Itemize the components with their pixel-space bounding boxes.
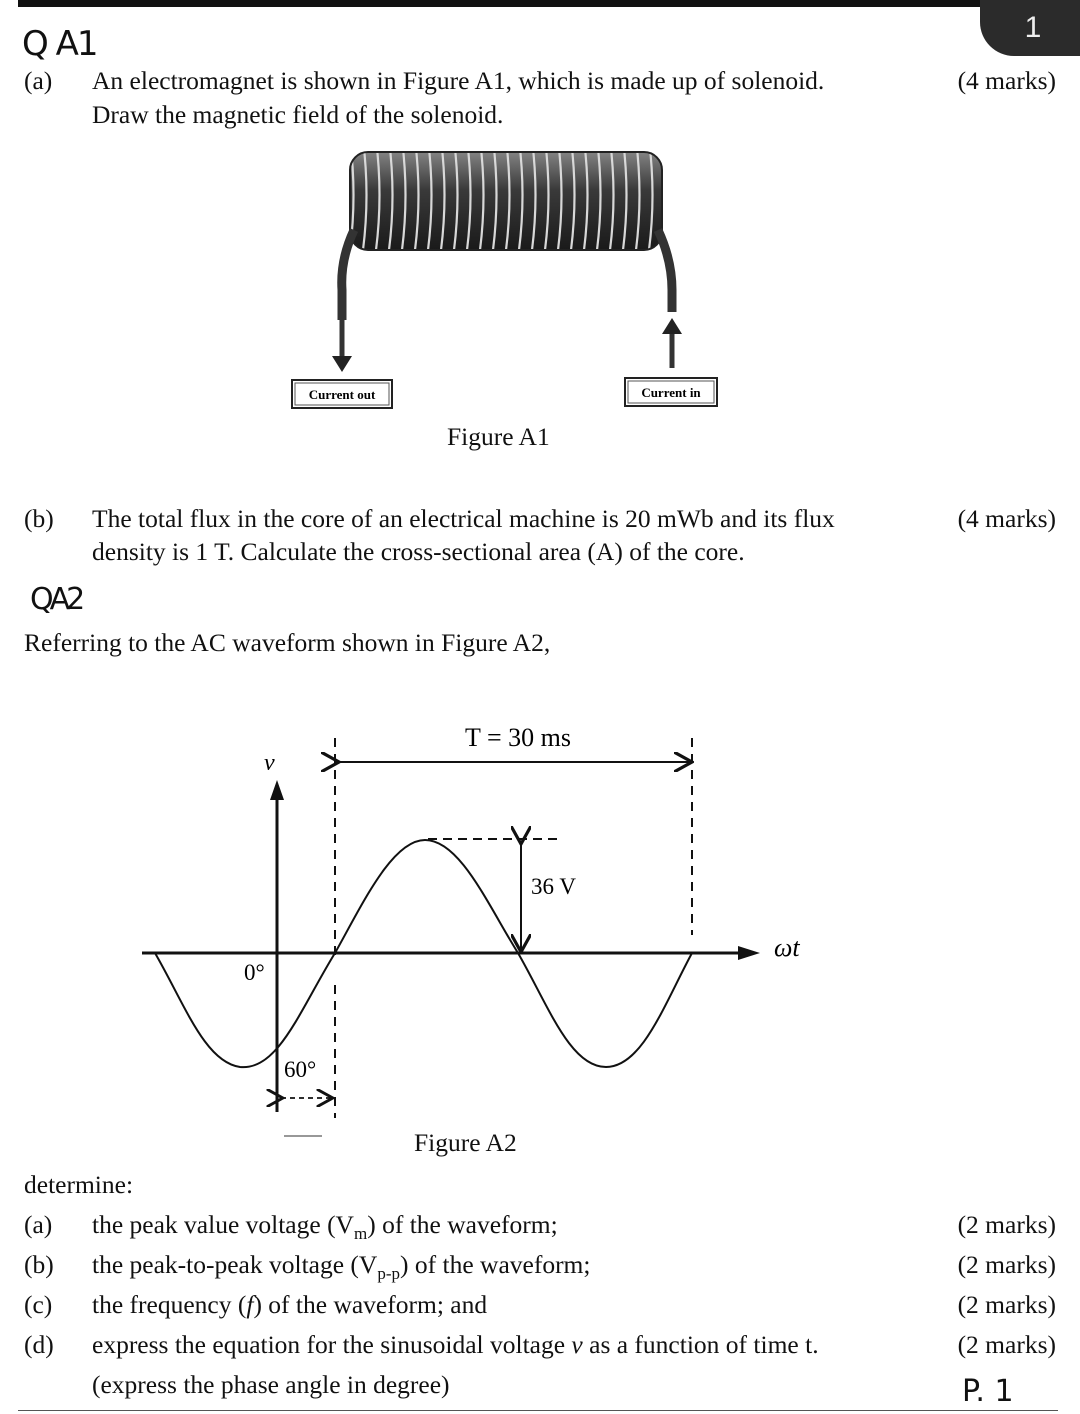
figure-a2-caption: Figure A2	[414, 1128, 517, 1157]
wt-axis-label: ωt	[774, 933, 800, 962]
q1b-marks: (4 marks)	[957, 504, 1056, 533]
handwritten-q1-label: Q A1	[22, 24, 98, 64]
q2c-marks: (2 marks)	[957, 1290, 1056, 1319]
lead-left	[337, 228, 359, 320]
handwritten-page-note: P. 1	[962, 1374, 1014, 1409]
amplitude-label: 36 V	[531, 874, 576, 899]
q1b-label: (b)	[24, 504, 54, 533]
phase-label: 60°	[284, 1057, 316, 1082]
solenoid-coil	[349, 151, 663, 251]
sine-curve	[154, 838, 693, 1069]
q1a-text-line2: Draw the magnetic field of the solenoid.	[92, 100, 504, 129]
q1b-text-line1: The total flux in the core of an electri…	[92, 504, 835, 533]
q2d-text: express the equation for the sinusoidal …	[92, 1330, 819, 1359]
figure-a1-caption: Figure A1	[447, 422, 550, 451]
page-number-badge: 1	[980, 0, 1080, 56]
q2c-text: the frequency (f) of the waveform; and	[92, 1290, 488, 1319]
handwritten-q2-label: QA2	[30, 582, 85, 617]
bottom-rule	[18, 1410, 1058, 1411]
q2d-note: (express the phase angle in degree)	[92, 1370, 450, 1399]
q2a-text: the peak value voltage (Vm) of the wavef…	[92, 1210, 558, 1244]
zero-angle-label: 0°	[244, 960, 265, 985]
determine-label: determine:	[24, 1170, 134, 1199]
label-current-in: Current in	[641, 385, 701, 400]
label-current-out: Current out	[309, 387, 376, 402]
q2b-text: the peak-to-peak voltage (Vp-p) of the w…	[92, 1250, 591, 1284]
q1b-text-line2: density is 1 T. Calculate the cross-sect…	[92, 537, 745, 566]
q1a-marks: (4 marks)	[957, 66, 1056, 95]
figure-a2-waveform: v ωt T = 30 ms 36 V 0° 60°	[142, 723, 800, 1137]
figure-a1-solenoid: Current out Current in	[291, 151, 718, 409]
q1a-text-line1: An electromagnet is shown in Figure A1, …	[92, 66, 825, 95]
q2c-label: (c)	[24, 1290, 53, 1319]
arrow-current-out	[332, 356, 352, 372]
q2a-label: (a)	[24, 1210, 53, 1239]
q2b-marks: (2 marks)	[957, 1250, 1056, 1279]
q2b-label: (b)	[24, 1250, 54, 1279]
v-axis-label: v	[264, 750, 275, 776]
q2d-label: (d)	[24, 1330, 54, 1359]
q1a-label: (a)	[24, 66, 53, 95]
lead-right	[653, 228, 677, 312]
top-rule	[18, 0, 1080, 7]
period-label: T = 30 ms	[465, 723, 571, 752]
q2-intro: Referring to the AC waveform shown in Fi…	[24, 628, 551, 657]
q2d-marks: (2 marks)	[957, 1330, 1056, 1359]
arrow-current-in	[662, 318, 682, 334]
q2a-marks: (2 marks)	[957, 1210, 1056, 1239]
